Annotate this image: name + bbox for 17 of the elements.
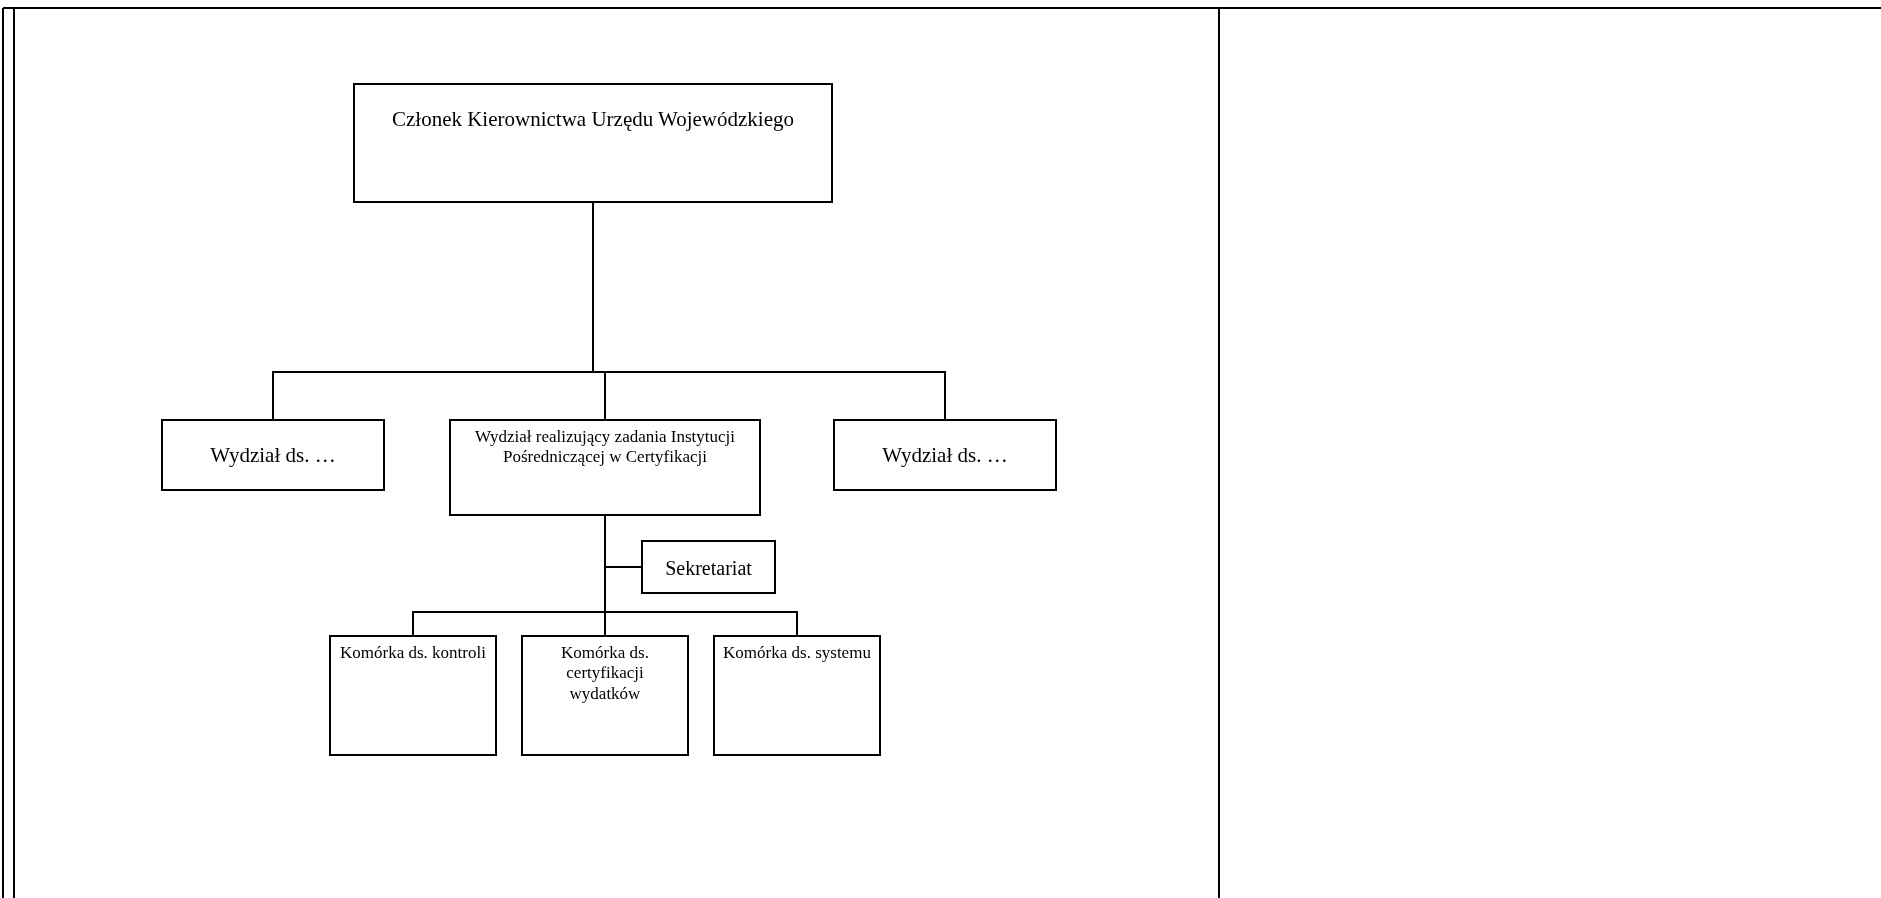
org-box: [161, 419, 385, 491]
unit-name: Wydział realizujący zadania Instytucji Pośredniczącej w Certyfikacji: [474, 427, 736, 468]
org-box: [449, 419, 761, 516]
org-box: [641, 540, 776, 594]
unit-name: Komórka ds. kontroli: [340, 643, 486, 664]
org-box: [353, 83, 833, 203]
unit-name: Wydział ds. …: [882, 443, 1008, 469]
unit-name: Sekretariat: [665, 556, 752, 580]
unit-name: Komórka ds. systemu: [723, 643, 871, 664]
unit-name: Komórka ds. certyfikacji wydatków: [560, 643, 650, 705]
org-box: [521, 635, 689, 756]
unit-name: Członek Kierownictwa Urzędu Wojewódzkiego: [391, 107, 794, 133]
unit-name: Wydział ds. …: [210, 443, 336, 469]
connector-line: [604, 515, 798, 636]
org-box: [833, 419, 1057, 491]
org-box: [329, 635, 497, 756]
org-box: [713, 635, 881, 756]
